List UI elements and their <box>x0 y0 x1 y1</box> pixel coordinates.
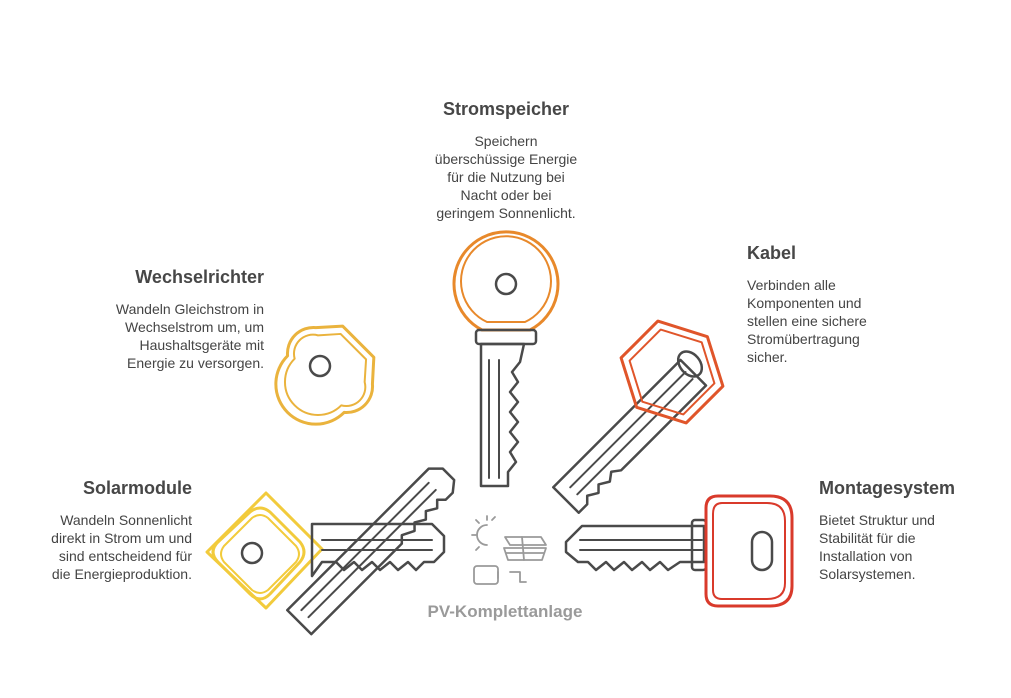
kabel-key-head <box>619 319 725 425</box>
desc-line: Verbinden alle <box>747 277 836 293</box>
montagesystem-description: Bietet Struktur und Stabilität für die I… <box>819 511 999 583</box>
wechselrichter-key <box>274 324 456 636</box>
wechselrichter-key-head <box>274 324 376 426</box>
kabel-key-groove <box>569 371 694 496</box>
desc-line: direkt in Strom um und <box>51 530 192 546</box>
stromspeicher-key-bow-inner <box>460 235 552 323</box>
kabel-key-shaft <box>552 358 708 514</box>
stromspeicher-key-collar <box>474 328 538 346</box>
sun-icon <box>471 515 496 551</box>
desc-line: Nacht oder bei <box>460 187 552 203</box>
stromspeicher-block: Stromspeicher Speichern überschüssige En… <box>390 98 622 222</box>
solarmodule-key <box>205 491 446 610</box>
desc-line: Wandeln Gleichstrom in <box>115 301 264 317</box>
solarmodule-title: Solarmodule <box>82 478 192 498</box>
desc-line: stellen eine sichere <box>747 313 867 329</box>
wechselrichter-title: Wechselrichter <box>135 267 264 287</box>
desc-line: Stabilität für die <box>819 530 916 546</box>
solarmodule-key-shaft <box>310 522 446 578</box>
stromspeicher-key-hole <box>494 272 518 296</box>
montagesystem-key-shaft <box>564 524 706 572</box>
stromspeicher-key-shaft <box>479 342 526 488</box>
wechselrichter-key-hole <box>308 354 332 378</box>
stromspeicher-title: Stromspeicher <box>442 99 570 119</box>
desc-line: überschüssige Energie <box>434 151 578 167</box>
desc-line: Stromübertragung <box>747 331 860 347</box>
montagesystem-key <box>564 494 794 608</box>
montagesystem-key-bow-inner <box>712 502 786 600</box>
desc-line: Komponenten und <box>747 295 862 311</box>
montagesystem-block: Montagesystem Bietet Struktur und Stabil… <box>819 477 999 583</box>
solarmodule-key-hole <box>240 541 264 565</box>
stromspeicher-key-bow <box>452 230 560 332</box>
desc-line: geringem Sonnenlicht. <box>436 205 576 221</box>
stromspeicher-key-groove <box>488 359 500 479</box>
battery-icon <box>473 565 527 585</box>
wechselrichter-key-groove <box>300 481 437 619</box>
kabel-key <box>552 319 725 514</box>
pv-system-icons <box>471 515 547 585</box>
kabel-description: Verbinden alle Komponenten und stellen e… <box>747 276 947 366</box>
desc-line: Wandeln Sonnenlicht <box>60 512 192 528</box>
desc-line: Haushaltsgeräte mit <box>139 337 264 353</box>
center-label: PV-Komplettanlage <box>427 602 583 621</box>
montagesystem-key-groove <box>579 539 703 551</box>
montagesystem-title: Montagesystem <box>819 478 956 498</box>
stromspeicher-key <box>452 230 560 488</box>
desc-line: sind entscheidend für <box>58 548 192 564</box>
desc-line: Solarsystemen. <box>819 566 916 582</box>
solarmodule-description: Wandeln Sonnenlicht direkt in Strom um u… <box>20 511 192 583</box>
desc-line: Speichern <box>474 133 538 149</box>
desc-line: Energie zu versorgen. <box>127 355 264 371</box>
desc-line: die Energieproduktion. <box>51 566 192 582</box>
montagesystem-key-bow <box>704 494 794 608</box>
desc-line: für die Nutzung bei <box>447 169 565 185</box>
desc-line: Installation von <box>819 548 913 564</box>
wechselrichter-block: Wechselrichter Wandeln Gleichstrom in We… <box>60 266 264 372</box>
stromspeicher-key-head <box>452 230 560 346</box>
solarmodule-key-groove <box>321 539 433 551</box>
wechselrichter-description: Wandeln Gleichstrom in Wechselstrom um, … <box>60 300 264 372</box>
montagesystem-key-hole <box>750 530 774 572</box>
solar-panel-icon <box>503 536 547 561</box>
kabel-key-hole <box>676 350 704 378</box>
solarmodule-key-head <box>205 491 324 610</box>
stromspeicher-description: Speichern überschüssige Energie für die … <box>390 132 622 222</box>
desc-line: Bietet Struktur und <box>819 512 935 528</box>
solarmodule-block: Solarmodule Wandeln Sonnenlicht direkt i… <box>20 477 192 583</box>
kabel-title: Kabel <box>747 243 797 263</box>
desc-line: Wechselstrom um, um <box>125 319 264 335</box>
kabel-block: Kabel Verbinden alle Komponenten und ste… <box>747 242 947 366</box>
desc-line: sicher. <box>747 349 788 365</box>
